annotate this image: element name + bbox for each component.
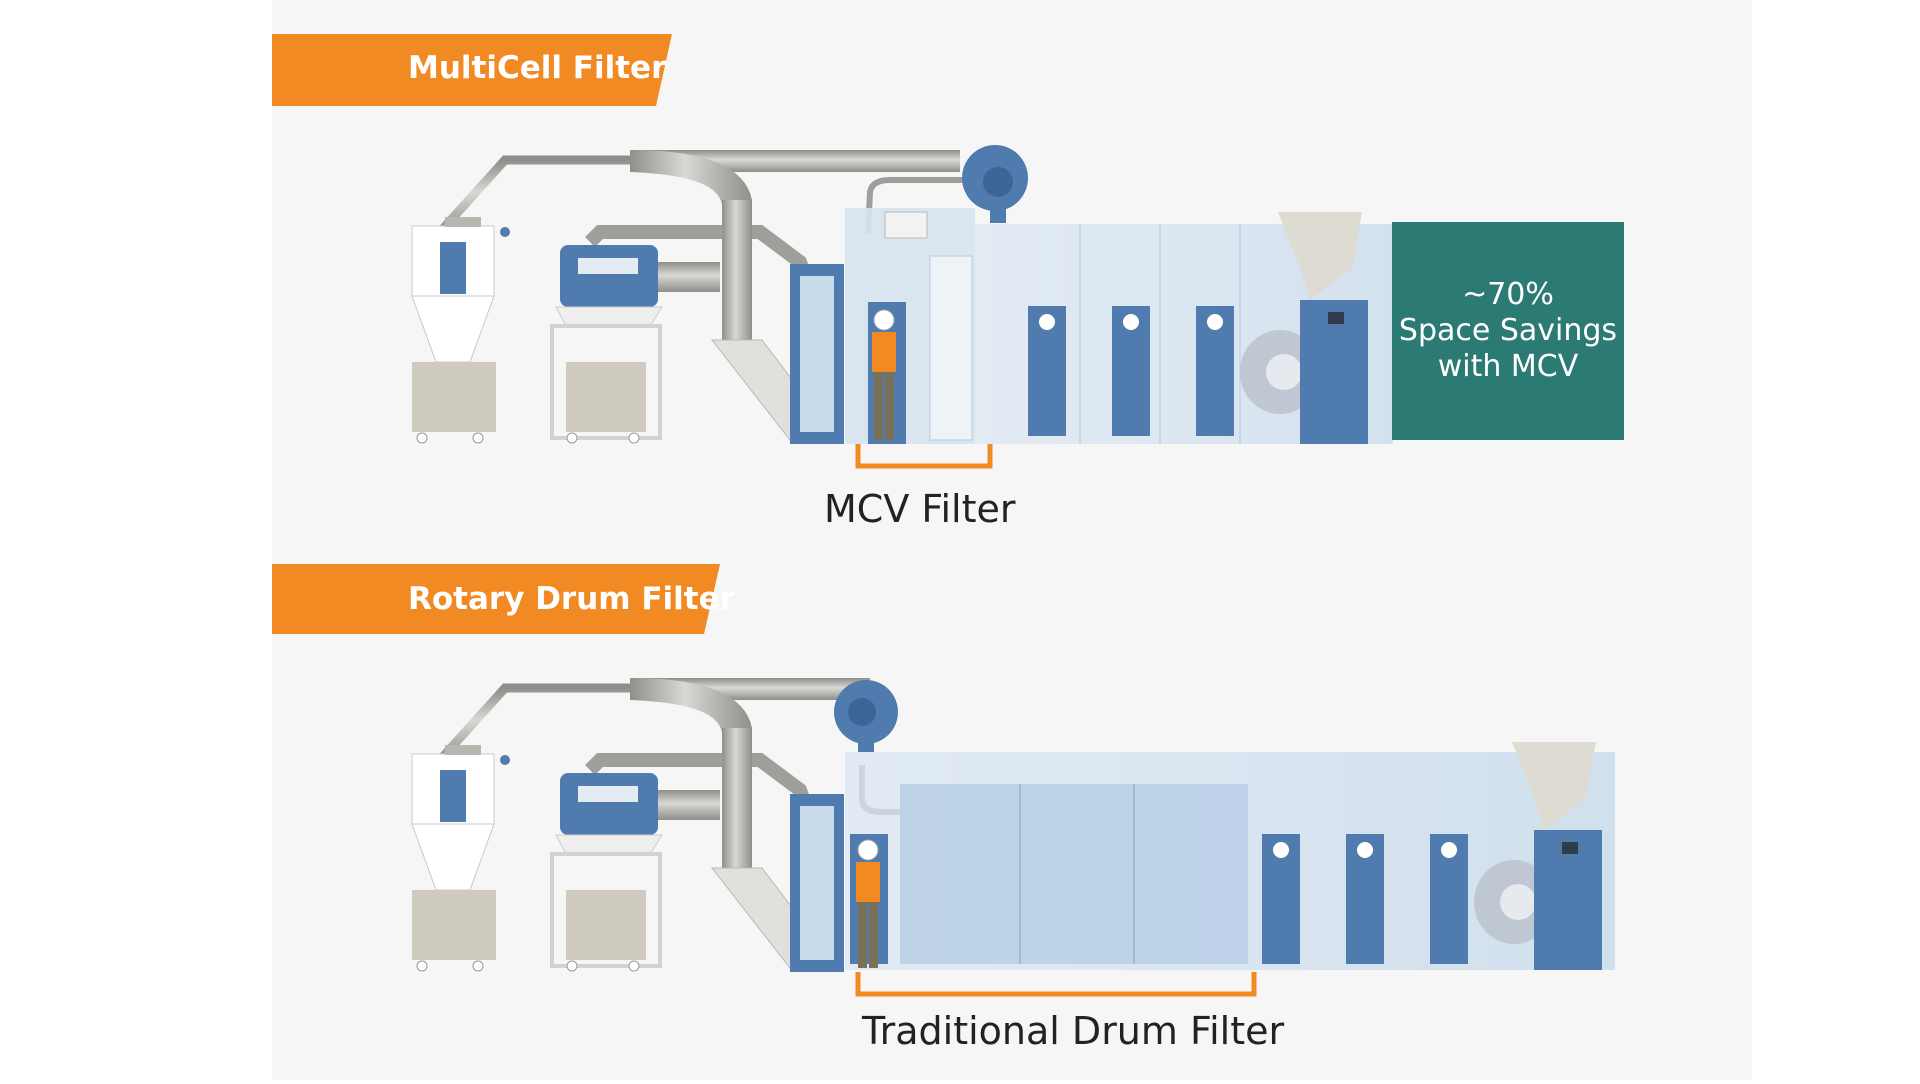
blower-hub: [1266, 354, 1302, 390]
wheel: [566, 960, 578, 972]
mcv-panel: [929, 255, 973, 441]
cabinet-display: [1562, 842, 1578, 854]
duct-elbow: [630, 150, 752, 340]
fan-stand: [990, 205, 1006, 223]
cyclone-bin: [412, 362, 496, 432]
worker-figure: [856, 839, 880, 968]
mcv-filter-label: MCV Filter: [824, 487, 1016, 531]
drum-side-window: [800, 806, 834, 960]
cyclone-window: [440, 770, 466, 822]
banner-rotary-drum-label: Rotary Drum Filter: [408, 581, 735, 617]
cyclone-valve: [500, 755, 510, 765]
space-savings-box: [1392, 222, 1624, 440]
separator-bin: [566, 890, 646, 960]
wheel: [566, 432, 578, 444]
banner-rotary-drum: [272, 564, 720, 634]
fan-hub: [848, 698, 876, 726]
small-pipe: [865, 177, 990, 235]
cyclone-cap: [445, 217, 481, 227]
savings-percent: ~70%: [1462, 277, 1554, 312]
worker-figure: [872, 309, 896, 440]
separator-body: [560, 245, 658, 307]
banner-multicell: [272, 34, 672, 106]
fan-stand: [858, 738, 874, 752]
cabinet-display: [1328, 312, 1344, 324]
mcv-top-unit: [884, 211, 928, 239]
drum-filter-label: Traditional Drum Filter: [862, 1009, 1285, 1053]
wheel: [472, 960, 484, 972]
separator-body: [560, 773, 658, 835]
cyclone-cap: [445, 745, 481, 755]
duct-vertical: [722, 728, 752, 868]
separator-outlet: [658, 790, 720, 820]
porthole: [1039, 314, 1055, 330]
savings-line-2: Space Savings: [1398, 313, 1618, 348]
fan-hub: [983, 167, 1013, 197]
wheel: [628, 960, 640, 972]
mcv-side-window: [800, 276, 834, 432]
separator-frame: [550, 324, 662, 440]
wheel: [416, 432, 428, 444]
exhaust-stack: [1512, 742, 1596, 830]
separator-frame: [550, 852, 662, 968]
cyclone-valve: [500, 227, 510, 237]
section-rotary-drum: [272, 564, 1615, 997]
banner-multicell-label: MultiCell Filter: [408, 50, 667, 86]
porthole: [1441, 842, 1457, 858]
wheel: [416, 960, 428, 972]
separator-panel: [578, 258, 638, 274]
separator-panel: [578, 786, 638, 802]
porthole: [1207, 314, 1223, 330]
cyclone-bin: [412, 890, 496, 960]
porthole: [1123, 314, 1139, 330]
cyclone-window: [440, 242, 466, 294]
rotary-drum: [900, 784, 1248, 964]
wheel: [472, 432, 484, 444]
mcv-bracket: [855, 444, 993, 469]
duct-elbow: [630, 678, 752, 868]
wheel: [628, 432, 640, 444]
porthole: [1273, 842, 1289, 858]
separator-outlet: [658, 262, 720, 292]
space-savings-callout: ~70% Space Savings with MCV: [1392, 222, 1624, 440]
drum-bracket: [855, 972, 1257, 997]
exhaust-stack: [1278, 212, 1362, 300]
separator-bin: [566, 362, 646, 432]
duct-vertical: [722, 200, 752, 340]
savings-line-3: with MCV: [1437, 349, 1579, 384]
blower-hub: [1500, 884, 1536, 920]
separator-base: [555, 306, 663, 327]
porthole: [1357, 842, 1373, 858]
section-multicell: [272, 34, 1624, 469]
separator-base: [555, 834, 663, 855]
